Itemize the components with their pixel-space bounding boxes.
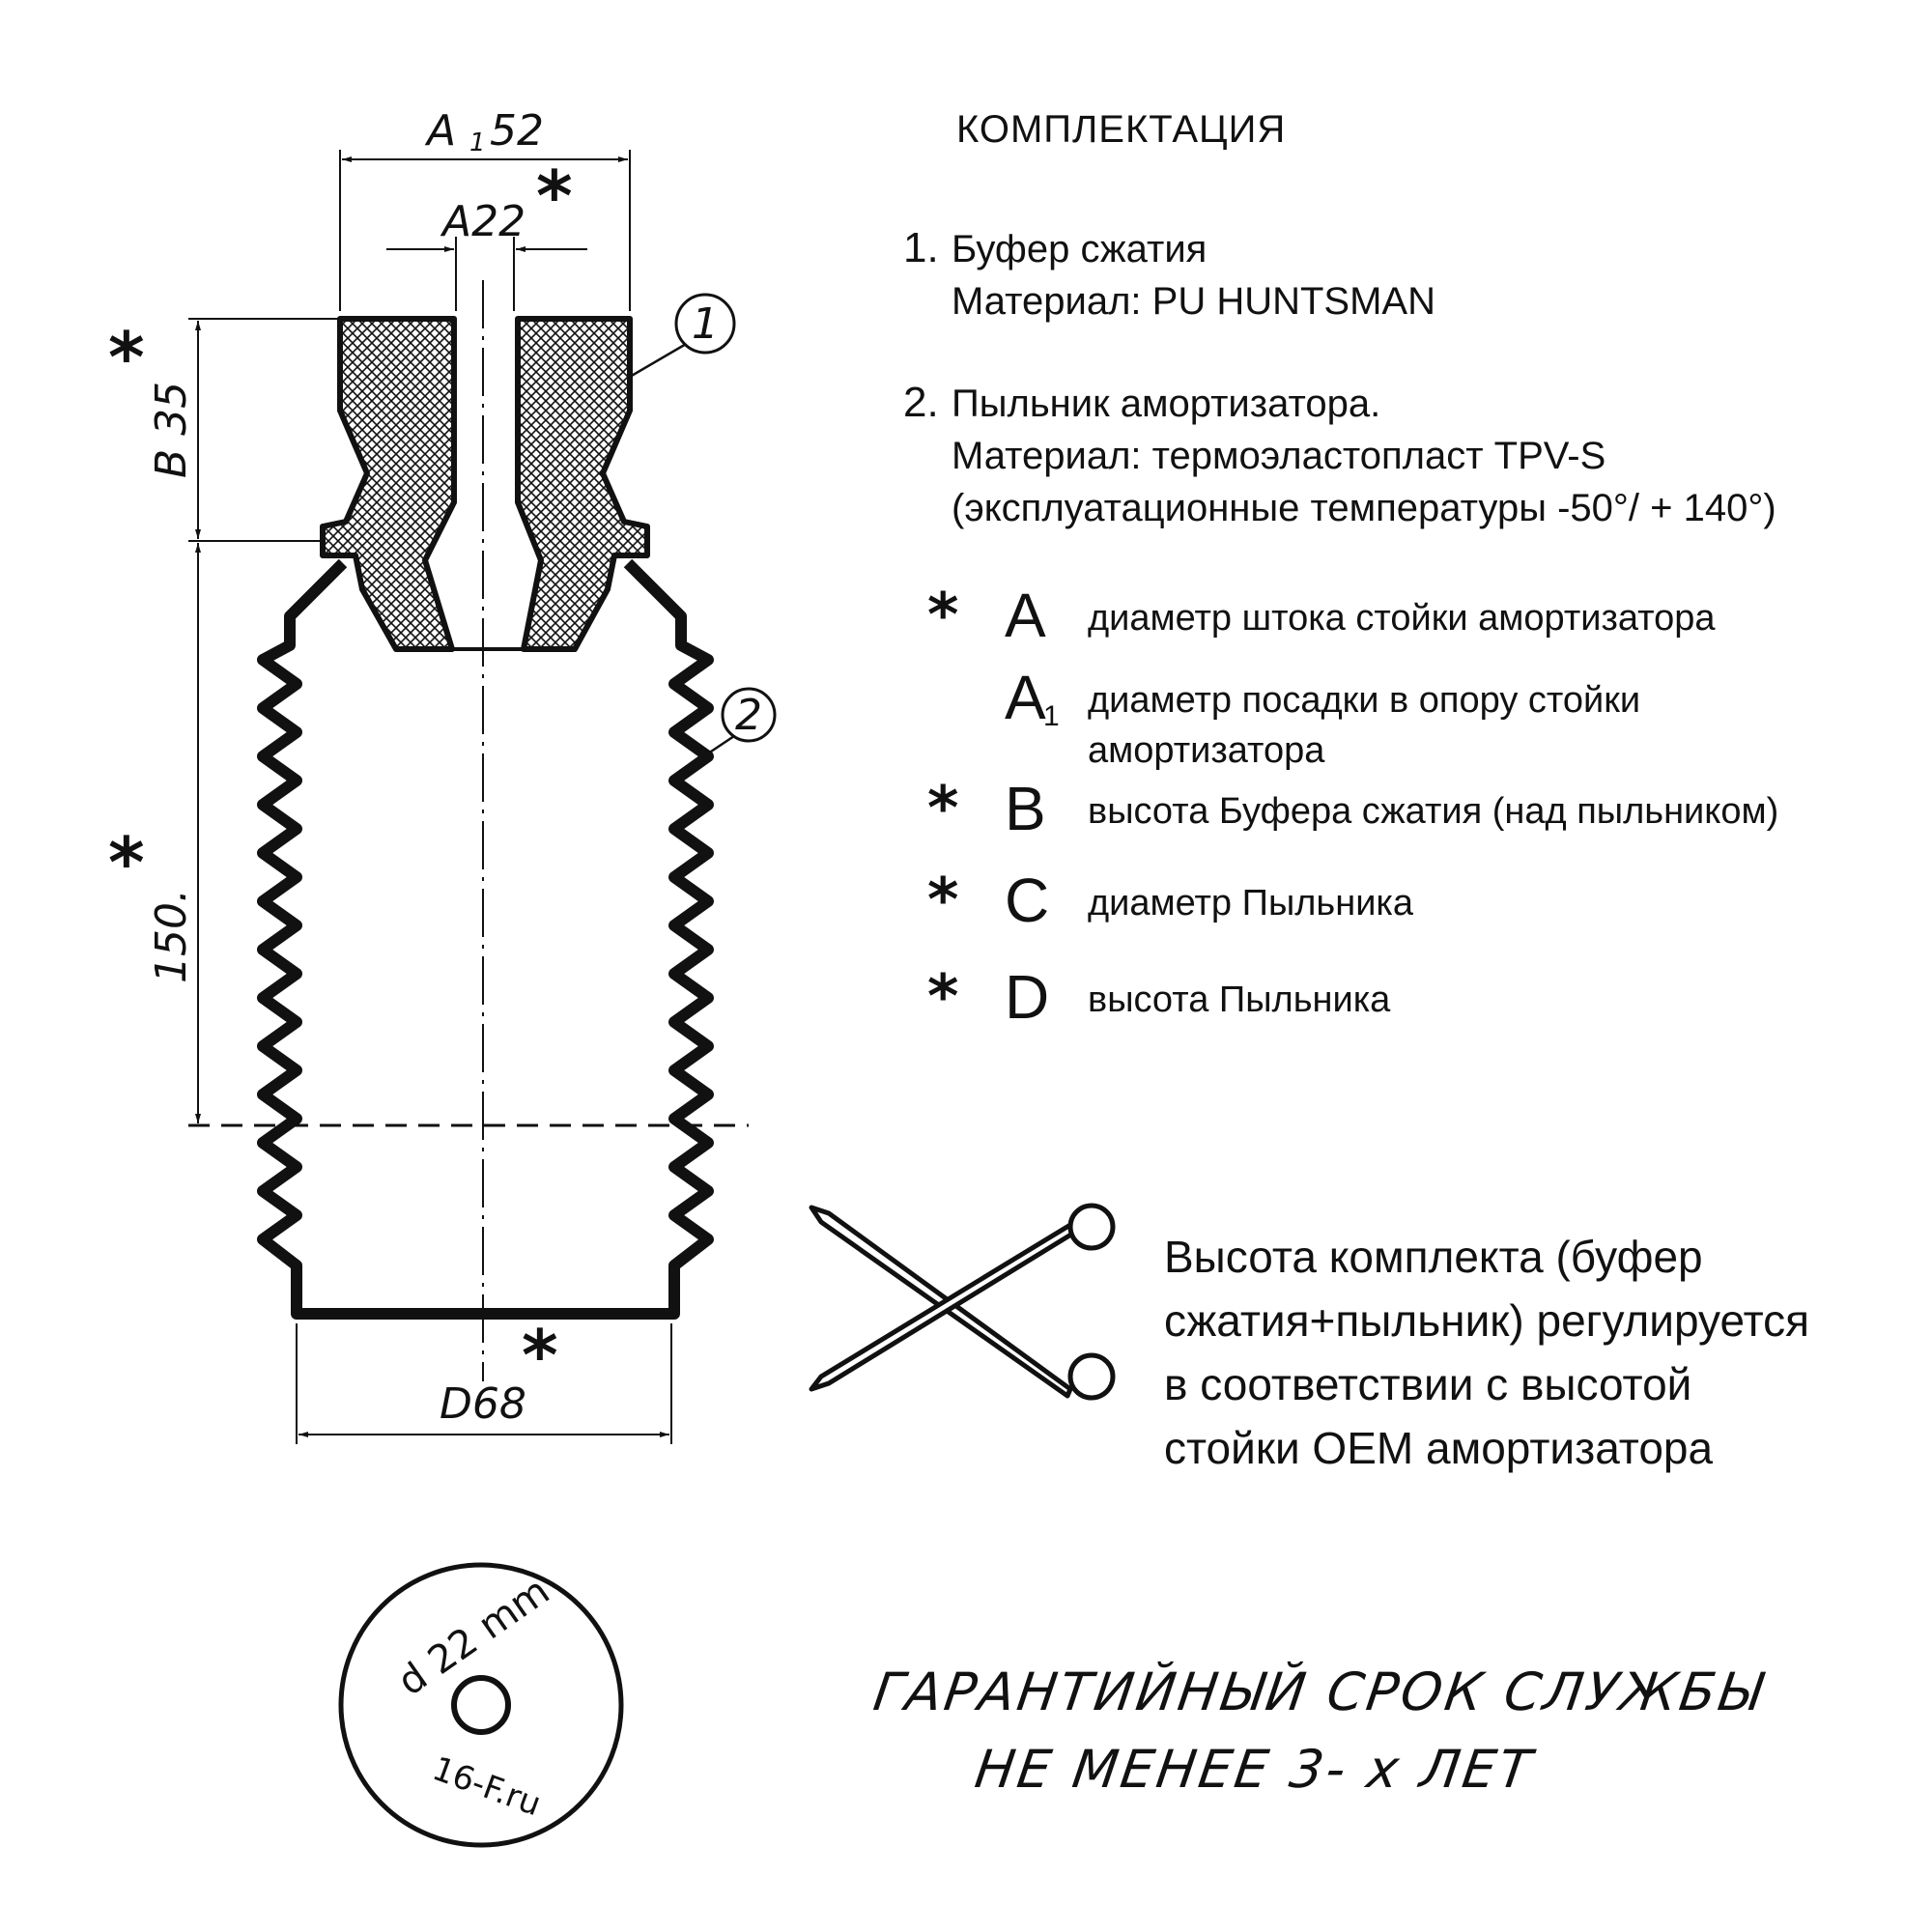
asterisk-b: * xyxy=(108,317,145,398)
kit-item-2-number: 2. xyxy=(903,379,939,426)
kit-item-1-number: 1. xyxy=(903,224,939,271)
kit-title: КОМПЛЕКТАЦИЯ xyxy=(956,108,1287,151)
dimension-d: D68 * xyxy=(296,1315,672,1444)
dimension-b: B 35 * xyxy=(108,317,338,542)
adjustment-note-line: стойки OEM амортизатора xyxy=(1164,1423,1714,1473)
dimension-a: A22 * xyxy=(386,156,587,311)
kit-item-1-name: Буфер сжатия xyxy=(952,228,1208,270)
bottom-view: d 22 mm 16-F.ru xyxy=(338,1562,624,1848)
adjustment-note-line: в соответствии с высотой xyxy=(1164,1359,1692,1409)
kit-item-1-material: Материал: PU HUNTSMAN xyxy=(952,280,1435,323)
dim-a1-sub: 1 xyxy=(469,128,486,157)
callout-1: 1 xyxy=(629,293,736,379)
dim-a1-letter: A xyxy=(424,106,456,156)
scissors-icon xyxy=(809,1203,1116,1401)
callout-2: 2 xyxy=(693,687,777,765)
dim-a1-value: 52 xyxy=(490,106,544,156)
legend-b-description: высота Буфера сжатия (над пыльником) xyxy=(1088,791,1779,832)
adjustment-note-line: Высота комплекта (буфер xyxy=(1164,1232,1703,1282)
kit-item-2-temperature: (эксплуатационные температуры -50°/ + 14… xyxy=(952,487,1776,529)
callout-2-label: 2 xyxy=(735,691,762,740)
legend-a1-description: диаметр посадки в опору стойки xyxy=(1088,680,1641,721)
legend-a-marker: * xyxy=(927,580,959,650)
adjustment-note: Высота комплекта (буфер сжатия+пыльник) … xyxy=(1164,1225,1918,1480)
asterisk-a: * xyxy=(536,156,573,237)
legend-c-letter: C xyxy=(1005,866,1050,935)
asterisk-d: * xyxy=(522,1315,558,1396)
dim-b-label: B 35 xyxy=(147,382,196,478)
buffer-right-half xyxy=(515,316,650,652)
asterisk-height: * xyxy=(108,822,145,903)
legend-d-letter: D xyxy=(1005,962,1050,1032)
legend-a1-sub: 1 xyxy=(1043,700,1060,732)
warranty-line-1: ГАРАНТИЙНЫЙ СРОК СЛУЖБЫ xyxy=(869,1662,1769,1722)
dust-boot xyxy=(257,558,714,1320)
dim-height-label: 150. xyxy=(147,889,196,983)
legend-b-letter: B xyxy=(1005,774,1046,843)
kit-item-1: 1. Буфер сжатия Материал: PU HUNTSMAN xyxy=(903,222,1435,327)
adjustment-note-line: сжатия+пыльник) регулируется xyxy=(1164,1295,1810,1346)
dim-d-label: D68 xyxy=(440,1379,526,1429)
legend-a-description: диаметр штока стойки амортизатора xyxy=(1088,598,1716,639)
kit-item-2-material: Материал: термоэластопласт TPV-S xyxy=(952,435,1606,477)
legend-a-letter: A xyxy=(1005,581,1046,650)
dim-a-label: A22 xyxy=(440,197,526,246)
dimension-a1: A 1 52 xyxy=(339,106,631,311)
dimension-height: 150. * xyxy=(108,543,749,1127)
legend-a1-letter: A xyxy=(1005,663,1046,732)
legend-b-marker: * xyxy=(927,773,959,843)
legend-a1-description-2: амортизатора xyxy=(1088,730,1325,771)
callout-1-label: 1 xyxy=(692,299,719,349)
legend-c-description: диаметр Пыльника xyxy=(1088,883,1414,923)
legend-d-marker: * xyxy=(927,961,959,1032)
kit-item-2-name: Пыльник амортизатора. xyxy=(952,383,1381,425)
buffer-left-half xyxy=(320,316,457,652)
warranty-line-2: НЕ МЕНЕЕ 3- х ЛЕТ xyxy=(971,1739,1538,1800)
kit-item-2: 2. Пыльник амортизатора. Материал: термоэ… xyxy=(903,377,1776,534)
legend-d-description: высота Пыльника xyxy=(1088,980,1391,1020)
legend-c-marker: * xyxy=(927,865,959,935)
